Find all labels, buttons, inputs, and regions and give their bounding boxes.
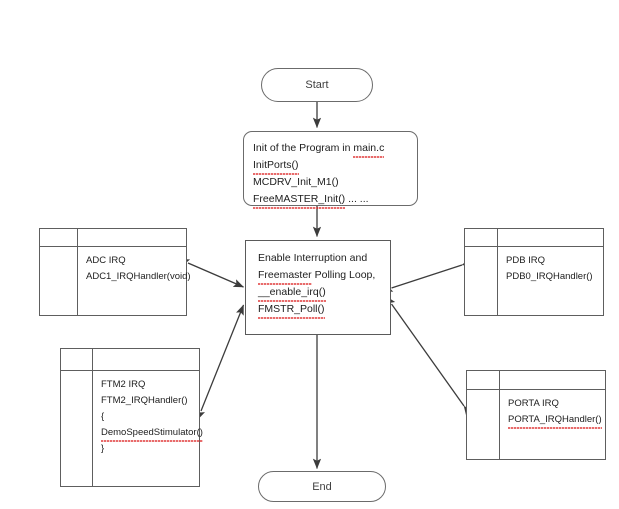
irq-pdb-line-1: PDB IRQ <box>506 255 546 266</box>
irq-table-porta-body-left-cell <box>467 390 500 459</box>
irq-adc-line-2: ADC1_IRQHandler(void) <box>86 271 191 282</box>
irq-table-porta-header-row <box>467 371 605 390</box>
connector-porta-main <box>385 295 474 417</box>
start-node[interactable]: Start <box>261 68 373 102</box>
main-loop-line-2: Freemaster Polling Loop, <box>258 267 380 285</box>
irq-table-porta-header-left-cell <box>467 371 500 389</box>
irq-table-pdb-header-main-cell <box>498 229 603 246</box>
irq-table-pdb-header-left-cell <box>465 229 498 246</box>
main-loop-node[interactable]: Enable Interruption and Freemaster Polli… <box>245 240 391 335</box>
init-line-1-prefix: Init of the Program in <box>253 142 354 154</box>
init-line-3-prefix: MCDRV_Init_M1() <box>253 176 339 188</box>
init-line-2: InitPorts() <box>253 157 408 175</box>
irq-table-ftm2-header-left-cell <box>61 349 93 370</box>
irq-table-pdb-body-row: PDB IRQ PDB0_IRQHandler() <box>465 247 603 315</box>
connector-pdb-main <box>382 257 473 292</box>
irq-table-pdb-body-main-cell: PDB IRQ PDB0_IRQHandler() <box>498 247 603 315</box>
irq-ftm2-line-1: FTM2 IRQ <box>101 379 146 390</box>
end-node[interactable]: End <box>258 471 386 502</box>
irq-adc-line-1: ADC IRQ <box>86 255 126 266</box>
irq-table-pdb[interactable]: PDB IRQ PDB0_IRQHandler() <box>464 228 604 316</box>
start-node-label: Start <box>305 79 329 91</box>
irq-table-porta-header-main-cell <box>500 371 605 389</box>
irq-ftm2-line-4-misspelled: DemoSpeedStimulator() <box>101 425 203 442</box>
init-line-2-misspelled: InitPorts() <box>253 157 299 175</box>
init-line-1-misspelled: main.c <box>353 140 384 158</box>
irq-table-porta-body-row: PORTA IRQ PORTA_IRQHandler() <box>467 390 605 459</box>
irq-table-pdb-body-left-cell <box>465 247 498 315</box>
main-loop-line-2-suffix: Polling Loop, <box>311 269 376 281</box>
irq-ftm2-line-5: } <box>101 443 105 454</box>
irq-table-ftm2-body-left-cell <box>61 371 93 486</box>
irq-table-ftm2-body-main-cell: FTM2 IRQ FTM2_IRQHandler() { DemoSpeedSt… <box>93 371 211 486</box>
irq-porta-line-2-misspelled: PORTA_IRQHandler() <box>508 412 602 429</box>
init-line-1: Init of the Program in main.c <box>253 140 408 158</box>
irq-table-ftm2-header-main-cell <box>93 349 199 370</box>
irq-porta-line-1: PORTA IRQ <box>508 398 559 409</box>
irq-table-pdb-header-row <box>465 229 603 247</box>
irq-table-ftm2-body-row: FTM2 IRQ FTM2_IRQHandler() { DemoSpeedSt… <box>61 371 203 486</box>
init-line-4: FreeMASTER_Init() ... ... <box>253 191 408 209</box>
irq-porta-line-2: PORTA_IRQHandler() <box>508 412 602 429</box>
irq-table-adc-header-row <box>40 229 186 247</box>
irq-ftm2-line-3: { <box>101 411 105 422</box>
main-loop-line-4: FMSTR_Poll() <box>258 301 380 319</box>
main-loop-line-3: __enable_irq() <box>258 284 380 302</box>
irq-table-porta[interactable]: PORTA IRQ PORTA_IRQHandler() <box>466 370 606 460</box>
main-loop-line-2-misspelled: Freemaster <box>258 267 312 285</box>
irq-ftm2-line-2: FTM2_IRQHandler() <box>101 395 188 406</box>
irq-table-ftm2-header-row <box>61 349 199 371</box>
irq-table-ftm2[interactable]: FTM2 IRQ FTM2_IRQHandler() { DemoSpeedSt… <box>60 348 203 487</box>
irq-table-adc-body-left-cell <box>40 247 78 315</box>
init-node[interactable]: Init of the Program in main.c InitPorts(… <box>243 131 418 209</box>
init-line-4-misspelled: FreeMASTER_Init() <box>253 191 346 209</box>
irq-table-adc-body-main-cell: ADC IRQ ADC1_IRQHandler(void) <box>78 247 199 315</box>
init-line-4-suffix: ... ... <box>345 193 369 205</box>
irq-table-adc-body-row: ADC IRQ ADC1_IRQHandler(void) <box>40 247 191 315</box>
end-node-label: End <box>312 480 332 493</box>
irq-pdb-line-2: PDB0_IRQHandler() <box>506 271 593 282</box>
irq-table-porta-body-main-cell: PORTA IRQ PORTA_IRQHandler() <box>500 390 610 459</box>
main-loop-line-1-prefix: Enable Interruption and <box>258 252 368 264</box>
main-loop-line-4-misspelled: FMSTR_Poll() <box>258 301 325 319</box>
main-loop-line-3-misspelled: __enable_irq() <box>258 284 326 302</box>
main-loop-line-1: Enable Interruption and <box>258 250 380 267</box>
irq-table-adc-header-main-cell <box>78 229 186 246</box>
irq-ftm2-line-4: DemoSpeedStimulator() <box>101 425 203 442</box>
irq-table-adc[interactable]: ADC IRQ ADC1_IRQHandler(void) <box>39 228 191 316</box>
irq-table-adc-header-left-cell <box>40 229 78 246</box>
init-line-3: MCDRV_Init_M1() <box>253 174 408 191</box>
